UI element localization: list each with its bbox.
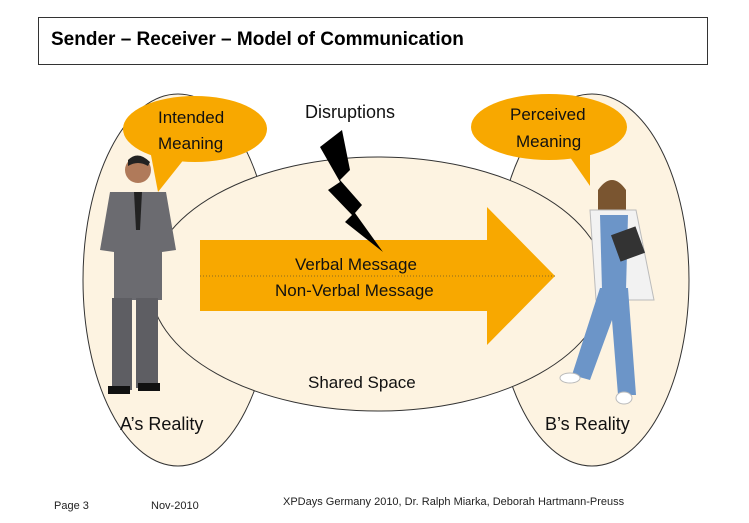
b-reality-label: B’s Reality [545,414,630,434]
perceived-label-line1: Perceived [510,105,586,124]
perceived-meaning-bubble [471,94,627,186]
perceived-label-line2: Meaning [516,132,582,151]
shared-space-label: Shared Space [308,373,416,392]
footer-date: Nov-2010 [151,500,199,512]
footer-credit: XPDays Germany 2010, Dr. Ralph Miarka, D… [283,496,625,508]
verbal-message-label: Verbal Message [295,255,417,274]
message-arrow [200,207,555,345]
receiver-person-icon [559,180,655,405]
footer-page: Page 3 [54,500,89,512]
title-box: Sender – Receiver – Model of Communicati… [38,17,708,65]
intended-meaning-bubble [123,96,267,192]
nonverbal-message-label: Non-Verbal Message [275,281,434,300]
disruptions-label: Disruptions [305,102,396,122]
lightning-bolt-icon [320,130,383,252]
sender-person-icon [100,155,176,394]
intended-label-line1: Intended [158,108,225,127]
intended-label-line2: Meaning [158,134,224,153]
a-reality-label: A’s Reality [120,414,204,434]
slide-title: Sender – Receiver – Model of Communicati… [51,29,464,50]
